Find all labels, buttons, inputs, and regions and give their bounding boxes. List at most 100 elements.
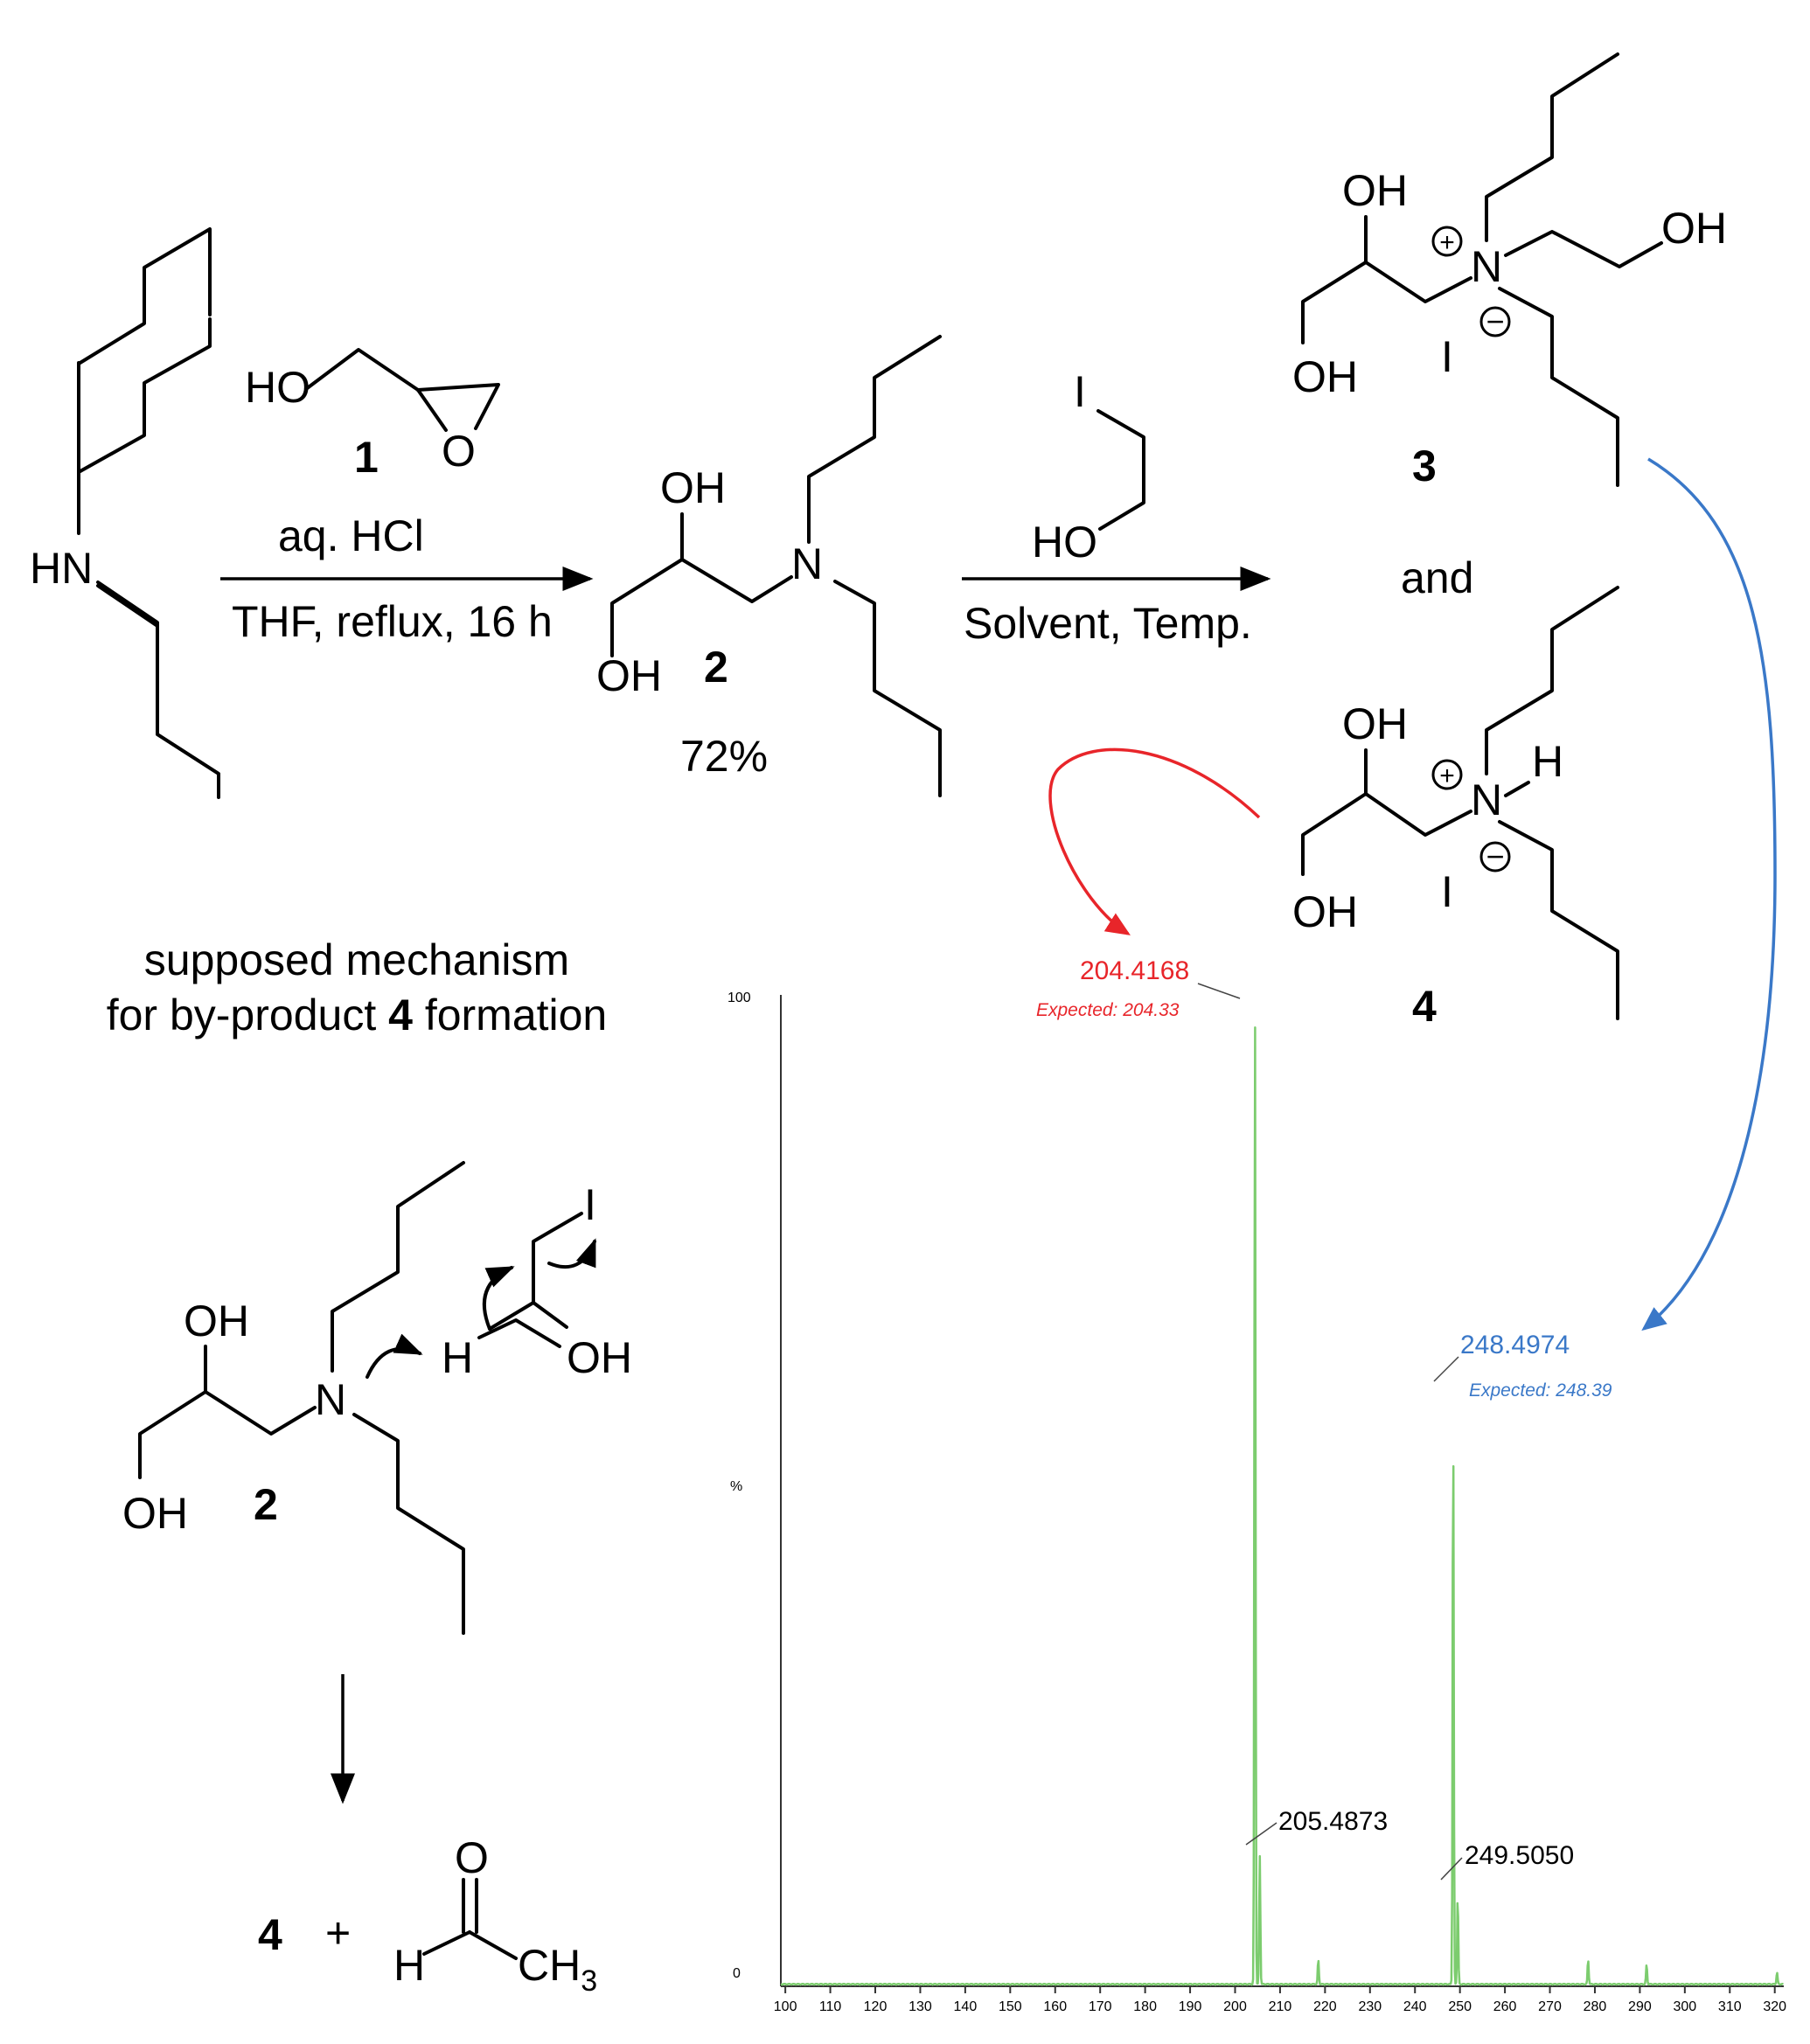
step1-condition-above: aq. HCl <box>278 511 424 560</box>
product-2-structure: OH N OH 2 72% <box>596 335 942 797</box>
product3-oh-bottom: OH <box>1292 352 1358 401</box>
iodoethanol-ho-label: HO <box>1032 518 1097 567</box>
x-tick-label: 260 <box>1493 1999 1517 2014</box>
product3-plus-charge: + <box>1439 228 1455 257</box>
product3-oh-right: OH <box>1661 204 1727 253</box>
glycidol-reagent: HO O 1 <box>245 348 500 482</box>
x-tick-label: 160 <box>1043 1999 1067 2014</box>
iodoethanol-reagent: I HO <box>1032 367 1145 567</box>
x-tick-label: 290 <box>1628 1999 1652 2014</box>
mech-plus-sign: + <box>325 1908 351 1957</box>
mech-curved-arrow-ch <box>482 1266 515 1331</box>
product4-minus-charge: − <box>1486 838 1504 874</box>
x-tick-label: 250 <box>1448 1999 1472 2014</box>
compound-4-number: 4 <box>1412 982 1437 1031</box>
mech-oh-top: OH <box>184 1297 249 1345</box>
x-tick-label: 130 <box>908 1999 932 2014</box>
product4-h-label: H <box>1532 737 1563 786</box>
glycidol-ho-label: HO <box>245 363 310 412</box>
acetaldehyde-h: H <box>393 1941 425 1990</box>
and-label: and <box>1401 553 1473 602</box>
mass-spectrum-chart: 100 % 0 100 110 120 130 140 150 160 170 180 190 20… <box>727 956 1786 2014</box>
product2-oh-bottom: OH <box>596 651 662 700</box>
x-tick-label: 320 <box>1763 1999 1786 2014</box>
product4-oh-top: OH <box>1342 699 1408 748</box>
x-tick-label: 200 <box>1223 1999 1247 2014</box>
x-tick-label: 210 <box>1269 1999 1292 2014</box>
compound-3-number: 3 <box>1412 441 1437 490</box>
x-tick-label: 100 <box>774 1999 797 2014</box>
epoxide-o-label: O <box>442 427 476 476</box>
peak-leader-line <box>1433 1356 1459 1382</box>
x-tick-label: 170 <box>1089 1999 1112 2014</box>
mechanism-structure-2: OH N OH 2 <box>122 1161 465 1635</box>
peak-expected-label: Expected: 248.39 <box>1469 1380 1612 1401</box>
x-tick-label: 180 <box>1133 1999 1157 2014</box>
peak-expected-label: Expected: 204.33 <box>1036 1000 1180 1020</box>
product3-n-label: N <box>1471 242 1502 291</box>
mechanism-title-line1: supposed mechanism <box>144 935 569 984</box>
dibutylamine-structure: HN <box>30 227 220 799</box>
mech-i-label: I <box>584 1180 596 1229</box>
x-tick-label: 150 <box>999 1999 1022 2014</box>
peak-leader-line <box>1197 983 1241 999</box>
product4-iodide: I <box>1441 867 1453 916</box>
y-tick-percent: % <box>730 1479 742 1494</box>
product4-n-label: N <box>1471 775 1502 824</box>
mech-compound-2-number: 2 <box>254 1480 278 1529</box>
product3-oh-top: OH <box>1342 166 1408 215</box>
red-curved-arrow <box>1048 747 1261 935</box>
peak-mz-label: 204.4168 <box>1080 956 1189 985</box>
x-tick-label: 280 <box>1584 1999 1607 2014</box>
mechanism-products: 4 + O H CH3 <box>258 1833 597 1998</box>
product-4-structure: OH OH N H + − I 4 <box>1292 586 1619 1031</box>
mech-curved-arrow-ci <box>547 1238 596 1269</box>
product3-minus-charge: − <box>1486 303 1504 339</box>
x-tick-label: 140 <box>954 1999 978 2014</box>
mech-oh-right: OH <box>567 1333 632 1382</box>
spectrum-trace <box>780 1026 1784 1986</box>
product4-oh-bottom: OH <box>1292 887 1358 936</box>
x-tick-label: 230 <box>1358 1999 1382 2014</box>
acetaldehyde-ch3: CH3 <box>518 1941 597 1998</box>
mech-h-label: H <box>442 1333 473 1382</box>
peak-mz-label: 248.4974 <box>1460 1331 1570 1359</box>
step2-condition-below: Solvent, Temp. <box>964 599 1252 648</box>
mechanism-iodoethanol: I H OH <box>365 1180 632 1382</box>
x-tick-label: 240 <box>1403 1999 1427 2014</box>
blue-curved-arrow <box>1641 457 1777 1331</box>
product2-n-label: N <box>791 539 823 588</box>
x-tick-label: 120 <box>864 1999 888 2014</box>
mech-curved-arrow-n <box>365 1333 423 1379</box>
compound-2-number: 2 <box>704 643 728 692</box>
mech-oh-bottom: OH <box>122 1489 188 1538</box>
mech-result-4: 4 <box>258 1910 282 1959</box>
product-3-structure: OH OH N + OH − I 3 <box>1292 52 1727 490</box>
compound-1-number: 1 <box>354 433 379 482</box>
y-tick-0: 0 <box>733 1966 741 1981</box>
peak-leader-line <box>1245 1822 1277 1846</box>
x-tick-label: 300 <box>1673 1999 1696 2014</box>
peak-leader-line <box>1440 1857 1463 1881</box>
x-tick-label: 110 <box>819 1999 842 2014</box>
x-tick-label: 310 <box>1718 1999 1742 2014</box>
product4-plus-charge: + <box>1439 761 1455 790</box>
dibutylamine-hn-label: HN <box>30 544 93 593</box>
x-tick-label: 270 <box>1538 1999 1562 2014</box>
mechanism-title-line2: for by-product 4 formation <box>107 991 608 1039</box>
x-tick-label: 220 <box>1313 1999 1337 2014</box>
mechanism-caption: supposed mechanism for by-product 4 form… <box>107 935 608 1039</box>
peak-mz-label: 249.5050 <box>1465 1841 1574 1870</box>
product2-oh-top: OH <box>660 463 726 512</box>
x-tick-label: 190 <box>1179 1999 1202 2014</box>
product3-iodide: I <box>1441 332 1453 381</box>
product2-yield: 72% <box>680 732 768 781</box>
y-tick-100: 100 <box>727 991 751 1005</box>
acetaldehyde-o: O <box>455 1833 489 1882</box>
step2-arrow: Solvent, Temp. <box>962 567 1271 648</box>
step1-arrow: aq. HCl THF, reflux, 16 h <box>220 511 594 646</box>
step1-condition-below: THF, reflux, 16 h <box>232 597 553 646</box>
peak-mz-label: 205.4873 <box>1278 1807 1388 1836</box>
iodoethanol-i-label: I <box>1074 367 1086 416</box>
